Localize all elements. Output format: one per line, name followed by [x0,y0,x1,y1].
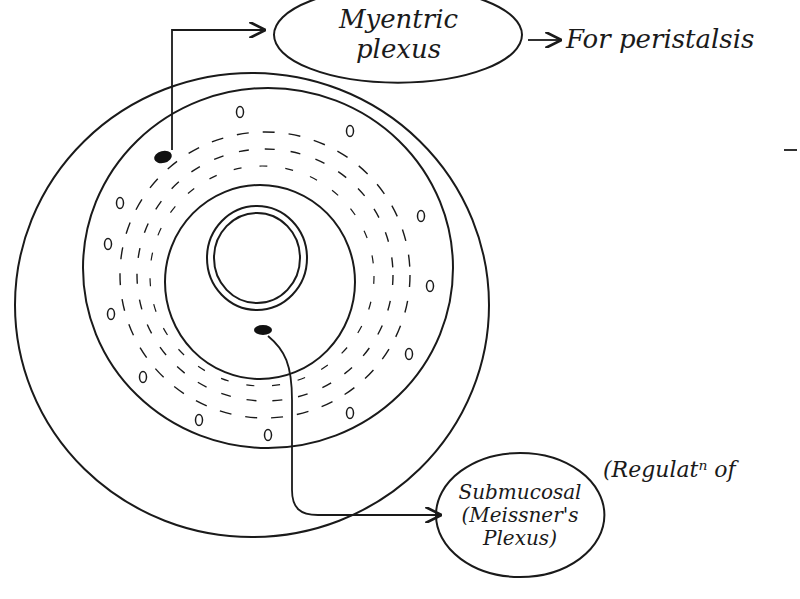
plexus-dot [153,149,173,165]
muscle-layer [150,166,374,386]
gland-marks [105,107,434,441]
circled-label: Submucosal (Meissner's Plexus) [434,451,606,579]
submucosa-outline [165,185,355,379]
lumen-outline [214,213,300,303]
leader-line [172,30,264,150]
muscle-layer [120,132,410,418]
node-body: Submucosal (Meissner's Plexus) [464,481,576,550]
circled-label: Myentric plexus [272,0,524,85]
dash-mark [784,149,797,151]
label-text: Submucosal (Meissner's Plexus) [458,481,581,550]
label-text: Myentric plexus [338,5,458,65]
ellipse-outline [274,0,522,83]
muscle-layer [137,149,393,401]
mucosa-outline [207,206,307,310]
plexus-dot [254,325,272,335]
ellipse-outline [436,453,604,577]
serosa-outline [15,73,489,537]
leader-line [268,336,440,515]
node-body: Myentric plexus [338,5,458,65]
note-text: (Regulatⁿ of [603,457,736,482]
muscularis-outline [83,88,453,448]
note-text: For peristalsis [566,25,754,55]
arrow [528,39,560,41]
